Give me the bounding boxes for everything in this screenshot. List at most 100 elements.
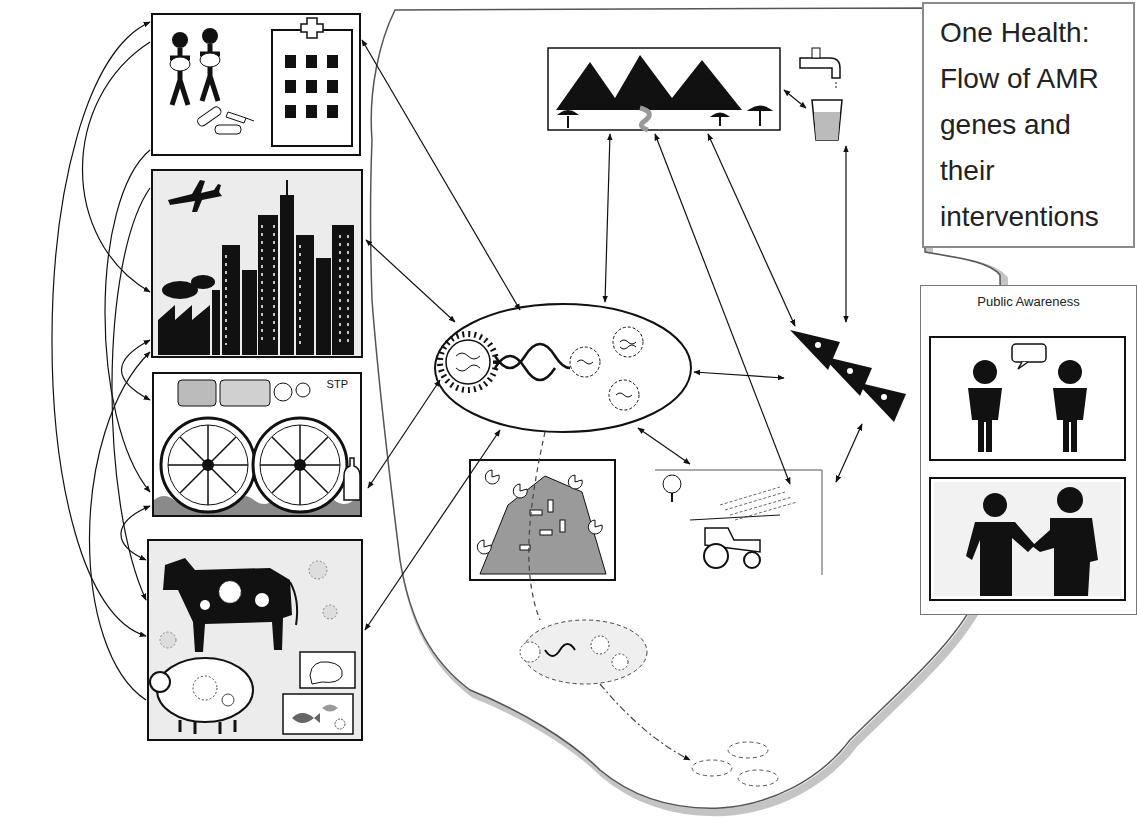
- title-box: One Health: Flow of AMR genes and their …: [922, 2, 1135, 248]
- city-panel-part: [226, 225, 348, 345]
- stp-illustration-part: [296, 383, 310, 397]
- dashed-flow-part: [591, 636, 609, 654]
- node-heading: STP: [154, 377, 348, 391]
- farm-scene-part: [690, 515, 780, 520]
- region-outline: [371, 8, 1005, 812]
- fish-group-part: [847, 368, 853, 374]
- awareness-pictures-part: [1032, 518, 1098, 596]
- hospital-panel-part: [196, 105, 222, 127]
- hospital-panel-part: [172, 32, 188, 48]
- awareness-panel: Public Awareness: [920, 285, 1137, 615]
- animal-panel-part: [193, 676, 217, 700]
- soil-panel-part: [470, 460, 615, 580]
- double-arrow-part: [694, 372, 784, 378]
- soil-panel-part: [548, 500, 553, 512]
- tap-water-part: [800, 58, 840, 78]
- gene-pool-part: [495, 344, 570, 380]
- curved-arrow-part: [122, 340, 151, 400]
- hospital-panel-part: [285, 105, 296, 118]
- animal-panel-part: [200, 600, 210, 610]
- animal-panel-part: [323, 605, 337, 619]
- awareness-pictures: [920, 285, 1137, 615]
- node-heading: One Health: Flow of AMR genes and their …: [940, 10, 1117, 240]
- hospital-panel-part: [327, 80, 338, 93]
- animal-panel-part: [309, 561, 327, 579]
- plant-box: STP: [152, 372, 362, 517]
- curved-arrow-part: [105, 150, 150, 492]
- dashed-flow-part: [728, 742, 768, 758]
- city-panel-part: [152, 170, 362, 357]
- curved-arrow-part: [112, 188, 150, 600]
- awareness-pictures-part: [968, 388, 1002, 452]
- soil-panel-part: [477, 470, 602, 554]
- hospital-panel-part: [301, 18, 323, 38]
- awareness-pictures-part: [1057, 487, 1083, 513]
- stp-illustration-part: [260, 425, 340, 505]
- hospital-panel-part: [215, 125, 241, 134]
- river-panel-part: [560, 111, 576, 128]
- river-panel-part: [640, 108, 649, 130]
- awareness-pictures-part: [1058, 360, 1082, 384]
- hospital-panel-part: [272, 30, 352, 146]
- city-panel-part: [168, 180, 222, 212]
- curved-arrow: [52, 22, 150, 700]
- awareness-pictures-part: [1018, 362, 1028, 369]
- stp-illustration-part: [260, 425, 340, 505]
- tap-water-part: [812, 100, 842, 140]
- city-panel-part: [242, 270, 257, 355]
- animal-panel-part: [322, 705, 338, 712]
- dashed-flow-part: [692, 760, 732, 776]
- animal-panel-part: [292, 713, 320, 723]
- fish-group-part: [856, 382, 906, 422]
- river-panel: [548, 48, 780, 130]
- double-arrow-part: [845, 146, 846, 322]
- stp-illustration-part: [161, 418, 255, 512]
- animal-panel-part: [180, 720, 235, 734]
- dashed-flow: [520, 432, 778, 786]
- city-panel-part: [296, 235, 314, 355]
- stp-illustration-part: [168, 425, 248, 505]
- city-panel-part: [316, 258, 331, 355]
- soil-panel-part: [560, 520, 565, 532]
- stp-illustration-part: [344, 458, 360, 500]
- farm-scene-part: [744, 552, 760, 568]
- stp-illustration-part: [274, 383, 292, 401]
- hospital-panel-part: [226, 112, 254, 123]
- hospital-panel-part: [200, 44, 220, 101]
- dashed-flow-part: [520, 642, 540, 662]
- soil-panel-part: [480, 476, 606, 574]
- awareness-pictures-part: [930, 337, 1125, 460]
- gene-pool-part: [570, 347, 600, 377]
- animal-panel-part: [163, 558, 292, 652]
- fish-group-part: [881, 394, 887, 400]
- double-arrow-part: [366, 240, 455, 322]
- node-heading: Public Awareness: [927, 294, 1130, 310]
- stp-illustration-part: [294, 459, 306, 471]
- hospital-panel-part: [170, 57, 190, 71]
- stp-illustration-part: [168, 425, 248, 505]
- hospital-panel-part: [285, 55, 296, 68]
- soil-panel-part: [530, 510, 542, 515]
- river-panel-part: [713, 114, 727, 127]
- city-panel-part: [332, 225, 354, 355]
- river-panel-part: [556, 55, 742, 110]
- curved-arrow-part: [83, 42, 151, 292]
- tap-water: [800, 48, 842, 140]
- hospital-panel-part: [327, 105, 338, 118]
- city-panel: [152, 170, 362, 357]
- double-arrow-part: [836, 424, 862, 482]
- curved-arrow-part: [89, 352, 150, 700]
- farm-scene-part: [720, 487, 797, 520]
- fish-group-part: [815, 342, 821, 348]
- gene-pool: [435, 304, 691, 432]
- double-arrow-part: [784, 90, 806, 108]
- awareness-pictures-part: [966, 522, 1035, 596]
- hospital-panel-part: [306, 55, 317, 68]
- gene-pool-part: [456, 353, 480, 371]
- double-arrow-part: [362, 40, 520, 310]
- awareness-pictures-part: [920, 285, 1137, 615]
- awareness-pictures-part: [930, 478, 1125, 600]
- double-arrow-part: [368, 380, 440, 488]
- dashed-flow-part: [738, 770, 778, 786]
